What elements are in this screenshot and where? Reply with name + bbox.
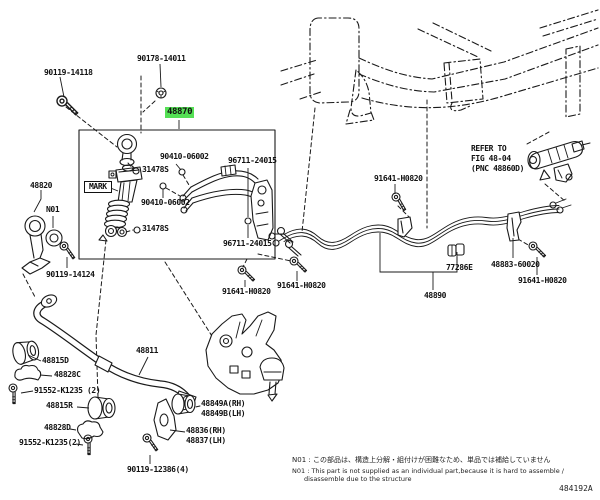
pipes-drawing [268, 198, 572, 257]
part-label-31478s-top[interactable]: 31478S [142, 165, 169, 174]
part-label-48849b-lh[interactable]: 48849B(LH) [201, 409, 246, 418]
part-label-48815r[interactable]: 48815R [46, 401, 73, 410]
part-label-31478s-bottom[interactable]: 31478S [142, 224, 169, 233]
refer-line-1: REFER TO [471, 144, 507, 153]
part-label-96711-24015-top[interactable]: 96711-24015 [228, 156, 277, 165]
actuator-drawing [527, 140, 591, 183]
part-label-91552-k1235-bottom[interactable]: 91552-K1235(2) [19, 438, 81, 447]
pipe-bracket-48883 [506, 211, 522, 242]
nut-90178-14011 [155, 87, 167, 99]
part-label-90410-06002-bottom[interactable]: 90410-06002 [141, 198, 190, 207]
part-label-90119-12386[interactable]: 90119-12386(4) [127, 465, 189, 474]
part-label-91641-h0820-top[interactable]: 91641-H0820 [374, 174, 423, 183]
bolt-90119-14124 [57, 240, 78, 260]
bolt-91552-top [1, 381, 26, 406]
stabilizer-link-drawing [21, 215, 63, 275]
part-label-91641-h0820-left[interactable]: 91641-H0820 [222, 287, 271, 296]
part-label-90410-06002-top[interactable]: 90410-06002 [160, 152, 209, 161]
bracket-48828c [14, 364, 42, 381]
part-label-91552-k1235-top[interactable]: 91552-K1235 (2) [34, 386, 101, 395]
bolt-90119-14118 [56, 95, 79, 116]
part-label-77286e[interactable]: 77286E [446, 263, 473, 272]
refer-line-2: FIG 48-04 [471, 154, 511, 163]
part-label-96711-24015-bottom[interactable]: 96711-24015 [223, 239, 272, 248]
pipe-clamp-77286e [447, 243, 465, 257]
bushing-48815d [12, 340, 40, 365]
part-label-48820[interactable]: 48820 [30, 181, 53, 190]
shock-assembly-box [78, 129, 276, 260]
part-label-48837-lh[interactable]: 48837(LH) [186, 436, 226, 445]
brake-hoses-drawing [179, 164, 274, 241]
refer-line-3: (PNC 48860D) [471, 164, 524, 173]
bolt-91641-mid [289, 256, 308, 273]
bolt-91641-left [237, 265, 256, 282]
figure-number: 484192A [559, 484, 593, 493]
bolt-91641-right [528, 241, 547, 258]
frame-drawing [280, 9, 599, 125]
footnote-english-line2: disassemble due to the structure [304, 475, 412, 483]
part-label-90119-14118[interactable]: 90119-14118 [44, 68, 93, 77]
part-label-48890[interactable]: 48890 [424, 291, 447, 300]
footnote-japanese: N01 : この部品は、構造上分解・組付けが困難なため、単品では補給していません [292, 456, 551, 464]
part-label-91641-h0820-right[interactable]: 91641-H0820 [518, 276, 567, 285]
part-label-48811[interactable]: 48811 [136, 346, 159, 355]
part-label-48828c[interactable]: 48828C [54, 370, 81, 379]
part-label-48849a-rh[interactable]: 48849A(RH) [201, 399, 246, 408]
bolt-90119-12386 [140, 432, 161, 452]
lower-arm-drawing [205, 311, 285, 402]
footnote-english-line1: N01 : This part is not supplied as an in… [292, 467, 564, 475]
shock-absorber-drawing [98, 133, 143, 242]
mark-label: MARK [84, 181, 112, 193]
part-label-48836-rh[interactable]: 48836(RH) [186, 426, 226, 435]
part-label-48828d[interactable]: 48828D [44, 423, 71, 432]
part-label-90178-14011[interactable]: 90178-14011 [137, 54, 186, 63]
part-label-91641-h0820-mid[interactable]: 91641-H0820 [277, 281, 326, 290]
part-label-90119-14124[interactable]: 90119-14124 [46, 270, 95, 279]
part-label-48870-highlighted[interactable]: 48870 [165, 107, 195, 118]
hose-fittings-drawing [276, 226, 302, 257]
bushing-48815r [87, 396, 116, 420]
note-ref-n01: N01 [46, 205, 60, 214]
part-label-48815d[interactable]: 48815D [42, 356, 69, 365]
part-label-48883-60020[interactable]: 48883-60020 [491, 260, 540, 269]
refer-to-note[interactable]: REFER TO FIG 48-04 (PNC 48860D) [471, 144, 524, 174]
bolt-91641-top [388, 191, 410, 212]
